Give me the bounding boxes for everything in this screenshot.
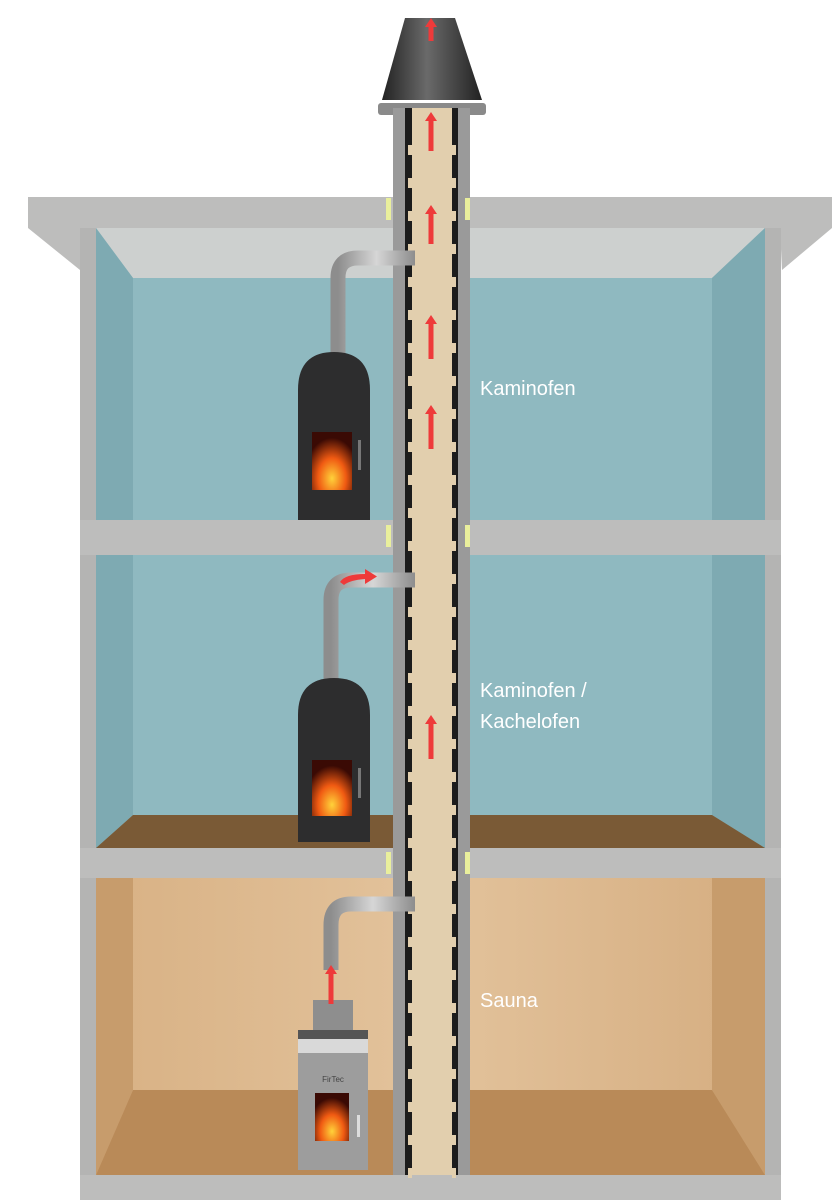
label-kaminofen-kachelofen-2: Kachelofen — [480, 711, 580, 733]
chimney-joint — [408, 706, 412, 716]
arrow-up-icon — [425, 405, 437, 449]
chimney-joint — [452, 442, 456, 452]
chimney-joint — [408, 343, 412, 353]
label-kaminofen: Kaminofen — [480, 378, 576, 400]
chimney-joint — [408, 937, 412, 947]
chimney-joint — [408, 475, 412, 485]
chimney-joint — [408, 739, 412, 749]
chimney-joint — [452, 1135, 456, 1145]
chimney-joint — [452, 640, 456, 650]
arrow-up-icon — [325, 965, 337, 1004]
left-outer-wall — [80, 228, 96, 1200]
chimney-joint — [452, 739, 456, 749]
chimney-cap — [382, 18, 482, 100]
chimney-joint — [452, 1069, 456, 1079]
chimney-joint — [408, 376, 412, 386]
arrow-up-icon — [425, 715, 437, 759]
chimney-joint — [452, 772, 456, 782]
sauna-stove: FirTec — [298, 1000, 368, 1170]
chimney-joint — [408, 1036, 412, 1046]
chimney-joints — [408, 145, 456, 1178]
ground-slab — [80, 1175, 781, 1200]
chimney-joint — [408, 244, 412, 254]
arrow-up-icon — [425, 315, 437, 359]
chimney-joint — [408, 178, 412, 188]
top-stove-pipe — [330, 250, 415, 360]
chimney-joint — [452, 574, 456, 584]
chimney-joint — [452, 145, 456, 155]
chimney-joint — [408, 211, 412, 221]
chimney-joint — [452, 1102, 456, 1112]
chimney-joint — [452, 607, 456, 617]
chimney-joint — [408, 310, 412, 320]
chimney-joint — [408, 970, 412, 980]
chimney-joint — [408, 1069, 412, 1079]
chimney-joint — [452, 838, 456, 848]
chimney-joint — [408, 871, 412, 881]
chimney-joint — [452, 805, 456, 815]
chimney-joint — [452, 343, 456, 353]
chimney-joint — [408, 1135, 412, 1145]
chimney-joint — [408, 409, 412, 419]
chimney-joint — [408, 805, 412, 815]
chimney-joint — [452, 244, 456, 254]
chimney-joint — [452, 409, 456, 419]
arrow-up-icon — [425, 112, 437, 151]
sauna-stove-pipe — [323, 896, 415, 970]
label-sauna: Sauna — [480, 990, 539, 1012]
chimney-joint — [408, 1003, 412, 1013]
chimney-joint — [452, 1036, 456, 1046]
chimney-joint — [408, 640, 412, 650]
chimney-joint — [452, 310, 456, 320]
chimney-joint — [452, 706, 456, 716]
middle-wood-stove — [298, 678, 370, 842]
chimney-joint — [408, 673, 412, 683]
chimney — [378, 18, 486, 1178]
chimney-joint — [408, 772, 412, 782]
chimney-joint — [452, 871, 456, 881]
chimney-joint — [408, 607, 412, 617]
chimney-flue-core — [412, 108, 452, 1175]
chimney-joint — [452, 376, 456, 386]
chimney-joint — [452, 904, 456, 914]
chimney-joint — [408, 541, 412, 551]
chimney-joint — [452, 541, 456, 551]
chimney-joint — [452, 277, 456, 287]
roof-slab — [28, 197, 832, 270]
chimney-joint — [452, 1003, 456, 1013]
arrow-up-icon — [425, 205, 437, 244]
chimney-joint — [452, 673, 456, 683]
chimney-joint — [408, 1168, 412, 1178]
top-wood-stove — [298, 352, 370, 520]
label-kaminofen-kachelofen-1: Kaminofen / — [480, 680, 587, 702]
arrow-up-icon — [425, 18, 437, 41]
chimney-joint — [452, 1168, 456, 1178]
chimney-joint — [452, 475, 456, 485]
chimney-joint — [408, 277, 412, 287]
chimney-joint — [452, 211, 456, 221]
chimney-joint — [452, 178, 456, 188]
chimney-joint — [408, 838, 412, 848]
right-outer-wall — [765, 228, 781, 1200]
sauna-stove-logo: FirTec — [322, 1075, 344, 1084]
chimney-joint — [408, 508, 412, 518]
chimney-joint — [452, 937, 456, 947]
chimney-joint — [408, 145, 412, 155]
chimney-joint — [452, 508, 456, 518]
arrow-right-icon — [340, 569, 377, 585]
airflow-arrows — [325, 18, 437, 1004]
chimney-joint — [408, 1102, 412, 1112]
chimney-joint — [408, 442, 412, 452]
chimney-joint — [452, 970, 456, 980]
